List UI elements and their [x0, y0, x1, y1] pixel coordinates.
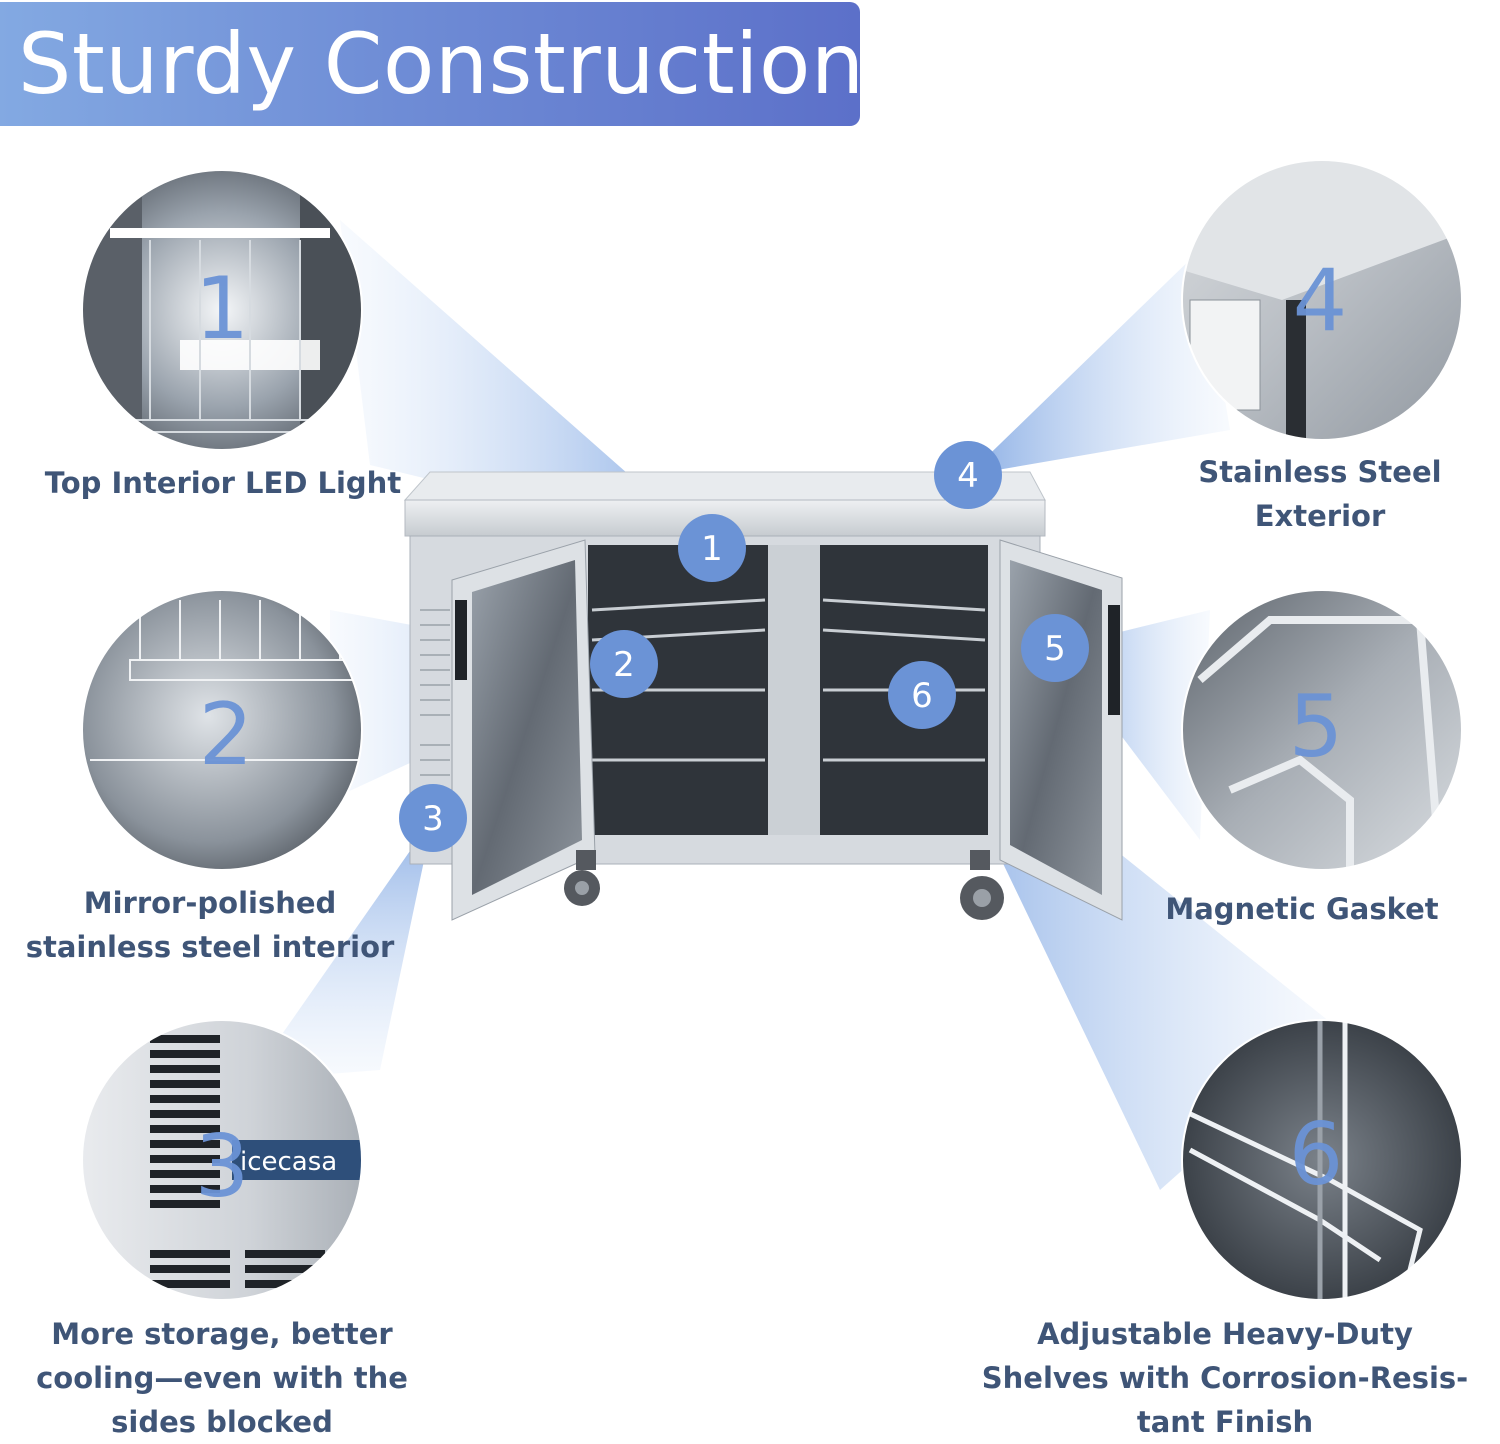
feature-photo-3: icecasa: [81, 1019, 363, 1301]
photo-number-2: 2: [199, 685, 254, 785]
feature-label-6-line-3: tant Finish: [1136, 1405, 1314, 1439]
feature-label-2-line-1: Mirror-polished: [83, 886, 337, 920]
photo-number-4: 4: [1293, 251, 1348, 351]
badge-5: [1021, 614, 1089, 682]
feature-photo-6: [1181, 1019, 1463, 1301]
feature-label-6-line-1: Adjustable Heavy-Duty: [1037, 1317, 1413, 1351]
badge-number-5: 5: [1044, 629, 1066, 669]
feature-label-3-line-3: sides blocked: [111, 1405, 333, 1439]
beam-3: [250, 818, 433, 1080]
badge-2: [590, 630, 658, 698]
feature-label-6-line-2: Shelves with Corrosion-Resis-: [981, 1361, 1469, 1395]
badge-number-6: 6: [911, 676, 933, 716]
feature-photo-1: [81, 169, 363, 451]
feature-label-2-line-2: stainless steel interior: [25, 930, 395, 964]
feature-label-1-line: Top Interior LED Light: [44, 466, 402, 500]
feature-label-6: Adjustable Heavy-Duty Shelves with Corro…: [960, 1312, 1490, 1444]
badge-number-1: 1: [701, 529, 723, 569]
badge-6: [888, 661, 956, 729]
title-banner: Sturdy Construction: [0, 2, 864, 126]
feature-label-3-line-1: More storage, better: [51, 1317, 393, 1351]
brand-logo: icecasa: [240, 1147, 337, 1177]
feature-label-1: Top Interior LED Light: [23, 461, 423, 505]
feature-label-2: Mirror-polished stainless steel interior: [10, 881, 410, 969]
feature-label-4-line-1: Stainless Steel: [1198, 455, 1442, 489]
number-badges: [399, 441, 1089, 852]
feature-photo-5: [1181, 589, 1463, 871]
feature-photo-2: [81, 589, 363, 871]
badge-1: [678, 514, 746, 582]
photo-number-6: 6: [1289, 1105, 1344, 1205]
feature-photo-4: [1181, 159, 1463, 441]
page-title: Sturdy Construction: [18, 15, 865, 113]
badge-number-2: 2: [613, 645, 635, 685]
feature-label-4-line-2: Exterior: [1254, 499, 1386, 533]
feature-label-4: Stainless Steel Exterior: [1120, 450, 1500, 538]
beam-4: [968, 250, 1230, 475]
badge-3: [399, 784, 467, 852]
feature-label-3: More storage, better cooling—even with t…: [22, 1312, 422, 1444]
beam-1: [340, 220, 712, 548]
feature-label-5: Magnetic Gasket: [1102, 887, 1500, 931]
badge-4: [934, 441, 1002, 509]
photo-number-3: 3: [195, 1117, 250, 1217]
feature-label-5-line: Magnetic Gasket: [1165, 892, 1439, 926]
feature-label-3-line-2: cooling—even with the: [36, 1361, 408, 1395]
undercounter-refrigerator: [403, 471, 1123, 921]
badge-number-4: 4: [957, 456, 979, 496]
photo-number-5: 5: [1289, 677, 1344, 777]
photo-number-1: 1: [195, 259, 250, 359]
badge-number-3: 3: [422, 799, 444, 839]
